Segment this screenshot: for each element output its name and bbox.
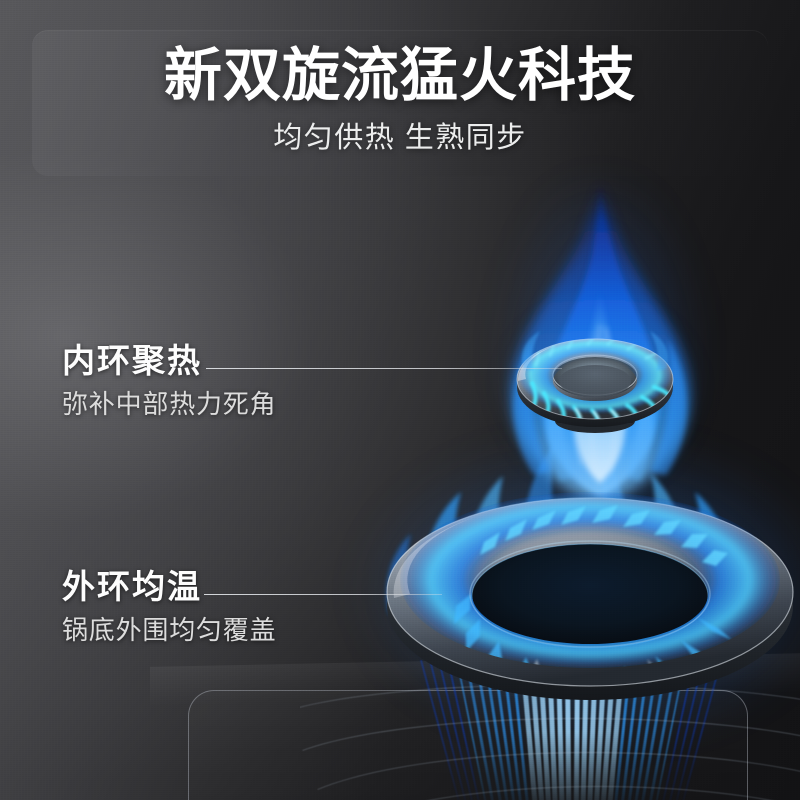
inner-burner-ring [516, 331, 674, 433]
leader-line-outer-ring [204, 594, 442, 595]
annotation-outer-ring: 外环均温 锅底外围均匀覆盖 [62, 568, 276, 646]
annotation-inner-ring: 内环聚热 弥补中部热力死角 [62, 342, 276, 420]
light-arc [300, 786, 800, 800]
outer-burner-ring [386, 492, 794, 700]
leader-line-inner-ring [206, 368, 562, 369]
annotation-outer-ring-title: 外环均温 [62, 568, 202, 605]
light-arc [300, 718, 800, 800]
headline-panel [32, 30, 768, 176]
annotation-outer-ring-subtitle: 锅底外围均匀覆盖 [62, 615, 277, 645]
annotation-inner-ring-title: 内环聚热 [62, 342, 202, 379]
annotation-inner-ring-subtitle: 弥补中部热力死角 [62, 389, 277, 419]
page-subtitle: 均匀供热 生熟同步 [273, 122, 527, 154]
light-arc [300, 752, 800, 800]
page-title: 新双旋流猛火科技 [163, 43, 636, 108]
